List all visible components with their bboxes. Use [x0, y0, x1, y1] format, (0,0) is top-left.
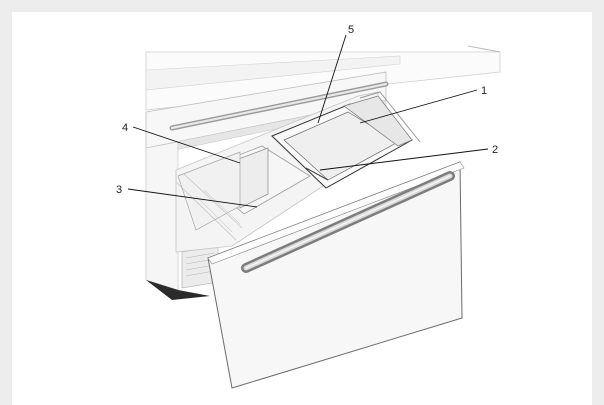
callout-leaders	[127, 34, 489, 208]
callout-4: 4	[122, 122, 128, 134]
left-bins	[175, 145, 311, 241]
callout-3: 3	[116, 184, 122, 196]
drawer-front	[207, 161, 465, 389]
cabinet-side	[145, 141, 219, 300]
right-bin	[271, 95, 414, 189]
callout-2: 2	[492, 144, 498, 156]
callout-1: 1	[481, 85, 487, 97]
callout-5: 5	[348, 24, 354, 36]
